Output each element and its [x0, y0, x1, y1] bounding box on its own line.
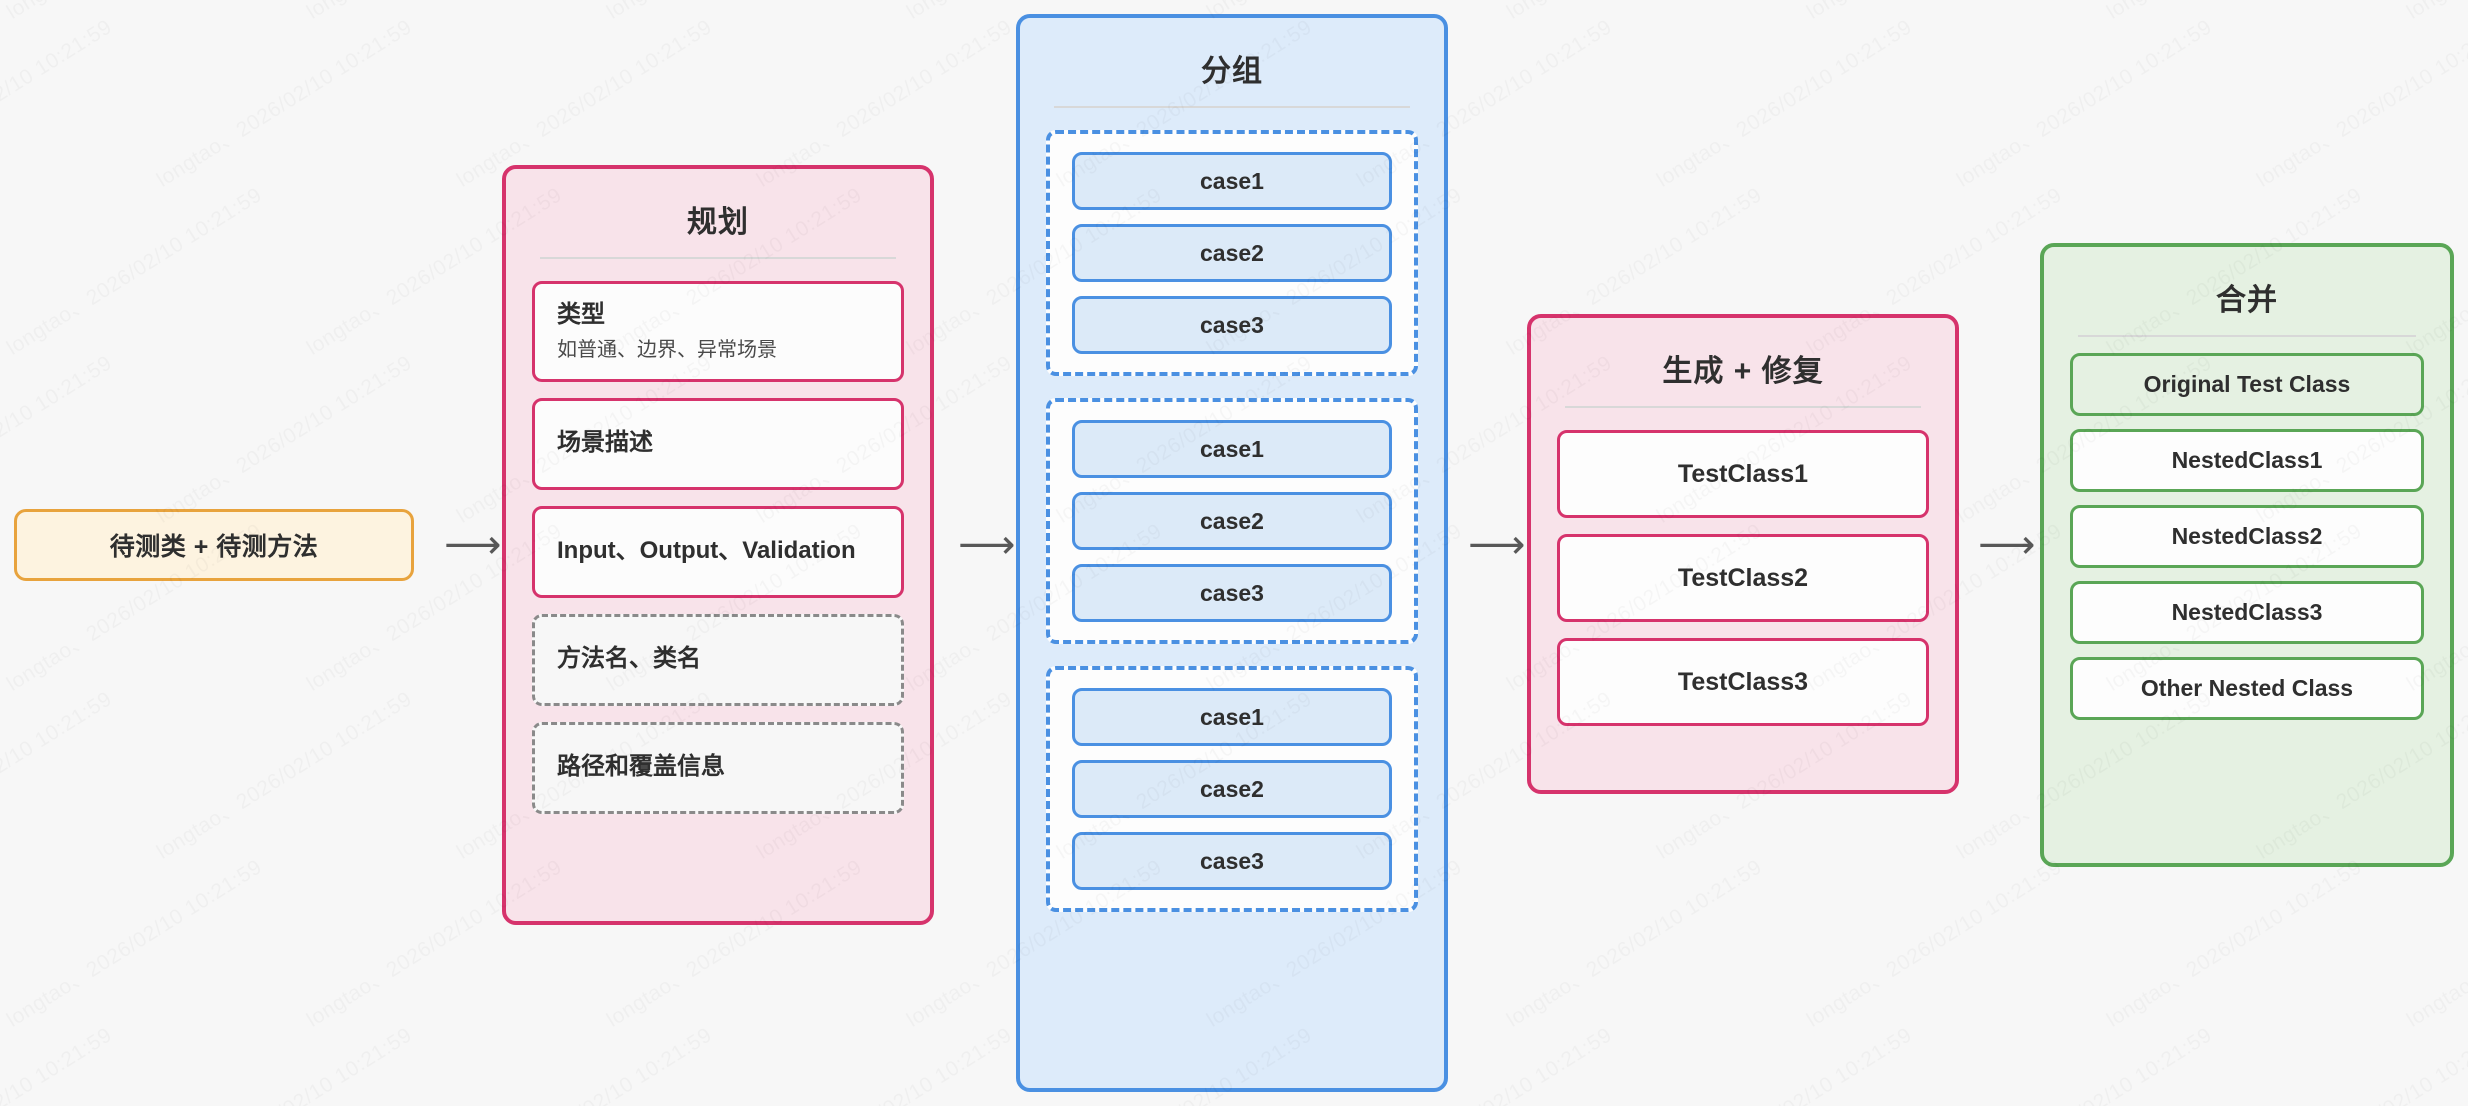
case-chip[interactable]: case1: [1072, 688, 1392, 746]
case-chip[interactable]: case2: [1072, 224, 1392, 282]
arrow-planning-to-grouping: ⟶: [958, 522, 1016, 568]
planning-card-title: Input、Output、Validation: [557, 537, 856, 565]
case-chip[interactable]: case3: [1072, 296, 1392, 354]
planning-card-title: 场景描述: [557, 429, 653, 457]
merge-panel-divider: [2078, 335, 2416, 337]
planning-card[interactable]: Input、Output、Validation: [532, 505, 904, 598]
case-chip[interactable]: case2: [1072, 492, 1392, 550]
case-chip[interactable]: case2: [1072, 760, 1392, 818]
planning-card[interactable]: 场景描述: [532, 397, 904, 490]
start-node-class-and-method[interactable]: 待测类 + 待测方法: [14, 509, 414, 581]
case-chip[interactable]: case1: [1072, 152, 1392, 210]
merge-card[interactable]: Original Test Class: [2070, 353, 2424, 416]
merge-card[interactable]: Other Nested Class: [2070, 657, 2424, 720]
case-group[interactable]: case1 case2 case3: [1046, 398, 1418, 644]
planning-card-subtitle: 如普通、边界、异常场景: [557, 338, 777, 361]
grouping-panel-divider: [1054, 106, 1410, 108]
grouping-group-list: case1 case2 case3 case1 case2 case3 case1 case2…: [1046, 130, 1418, 1064]
grouping-panel-title: 分组: [1201, 55, 1263, 88]
planning-panel-title: 规划: [687, 206, 749, 239]
test-class-card[interactable]: TestClass2: [1557, 534, 1929, 622]
arrow-grouping-to-generate: ⟶: [1468, 522, 1526, 568]
planning-card-title: 路径和覆盖信息: [557, 753, 725, 781]
planning-card-list: 类型如普通、边界、异常场景场景描述 Input、Output、Validation…: [532, 281, 904, 897]
arrow-start-to-planning: ⟶: [444, 522, 502, 568]
arrow-generate-to-merge: ⟶: [1978, 522, 2036, 568]
test-class-card[interactable]: TestClass3: [1557, 638, 1929, 726]
planning-card[interactable]: 路径和覆盖信息: [532, 721, 904, 814]
merge-card[interactable]: NestedClass3: [2070, 581, 2424, 644]
planning-panel-divider: [540, 257, 896, 259]
generate-panel-title: 生成 + 修复: [1662, 355, 1824, 388]
case-chip[interactable]: case3: [1072, 832, 1392, 890]
planning-card-title: 方法名、类名: [557, 645, 701, 673]
case-chip[interactable]: case1: [1072, 420, 1392, 478]
merge-panel-title: 合并: [2216, 284, 2278, 317]
case-chip[interactable]: case3: [1072, 564, 1392, 622]
merge-card[interactable]: NestedClass2: [2070, 505, 2424, 568]
planning-card-title: 类型: [557, 301, 605, 328]
test-class-card[interactable]: TestClass1: [1557, 430, 1929, 518]
case-group[interactable]: case1 case2 case3: [1046, 130, 1418, 376]
planning-card[interactable]: 类型如普通、边界、异常场景: [532, 281, 904, 382]
start-node-label: 待测类 + 待测方法: [109, 533, 319, 561]
planning-card[interactable]: 方法名、类名: [532, 613, 904, 706]
generate-panel-divider: [1565, 406, 1921, 408]
case-group[interactable]: case1 case2 case3: [1046, 666, 1418, 912]
planning-panel[interactable]: 规划 类型如普通、边界、异常场景场景描述 Input、Output、Validat…: [502, 165, 934, 925]
merge-card[interactable]: NestedClass1: [2070, 429, 2424, 492]
